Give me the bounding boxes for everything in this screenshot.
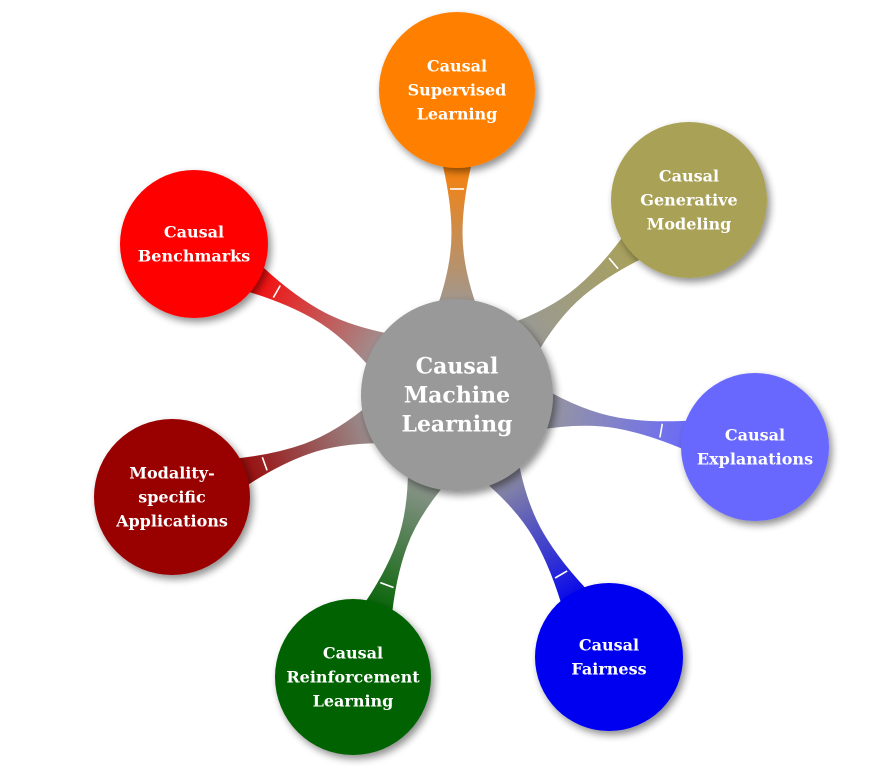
label-line: Generative (640, 191, 737, 210)
label-line: Modality- (129, 464, 214, 483)
label-line: Learning (313, 692, 394, 711)
connector-modality (226, 401, 388, 492)
connector-generative (505, 228, 651, 360)
label-line: Causal (725, 426, 785, 445)
label-line: Learning (401, 412, 512, 438)
branch-circle (535, 583, 683, 731)
branch-circle (611, 122, 767, 278)
label-line: Supervised (408, 81, 507, 100)
label-line: Modeling (647, 215, 732, 234)
label-line: Applications (115, 512, 228, 531)
connector-supervised (435, 154, 479, 313)
connector-layer (226, 154, 699, 623)
connector-tick (659, 423, 664, 438)
label-line: Causal (579, 636, 639, 655)
label-line: Learning (417, 105, 498, 124)
label-line: Causal (164, 223, 224, 242)
label-line: Causal (427, 57, 487, 76)
label-line: Benchmarks (138, 247, 251, 266)
label-line: Causal (416, 354, 499, 380)
connector-tick (554, 570, 568, 579)
label-line: Causal (323, 644, 383, 663)
connector-tick (272, 285, 281, 299)
label-line: Fairness (571, 660, 646, 679)
branch-circle (681, 373, 829, 521)
branch-circle (94, 419, 250, 575)
connector-tick (608, 257, 619, 270)
label-line: Explanations (697, 450, 813, 469)
branch-circle (120, 170, 268, 318)
connector-tick (261, 456, 268, 471)
branch-circle (379, 12, 535, 168)
label-line: Machine (404, 383, 510, 409)
label-line: specific (138, 488, 206, 507)
center-circle (361, 299, 553, 491)
connector-tick (380, 581, 394, 589)
connector-explanations (533, 387, 699, 454)
label-line: Causal (659, 167, 719, 186)
connector-benchmarks (237, 259, 397, 374)
label-line: Reinforcement (286, 668, 420, 687)
branch-circle (275, 599, 431, 755)
connector-fairness (479, 454, 594, 614)
